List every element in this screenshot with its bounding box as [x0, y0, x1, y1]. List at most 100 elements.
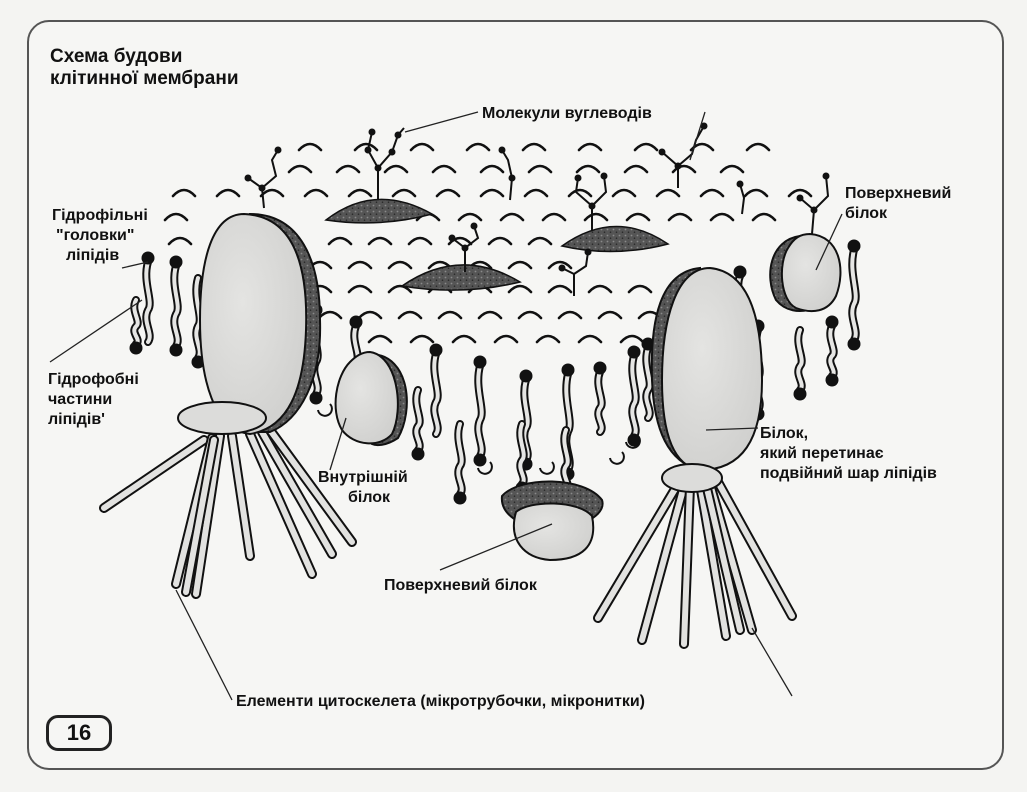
lipid-head-arc [655, 188, 681, 198]
label-surface-protein-right-line-2: білок [845, 205, 888, 222]
lipid-head-arc [347, 284, 373, 294]
lipid-head-arc [633, 142, 659, 152]
lipid-head-arc [575, 164, 601, 174]
leader-inner-protein [329, 417, 347, 471]
diagram-frame [27, 20, 1004, 770]
lipid-head-arc [709, 212, 735, 222]
microtubule [679, 481, 695, 649]
label-carbohydrates-text: Молекули вуглеводів [482, 105, 652, 122]
lipid-head-arc [577, 334, 603, 344]
label-surface-protein-right: Поверхневий білок [845, 184, 951, 224]
lipid-molecule [473, 355, 487, 467]
lipid-head-arc [479, 188, 505, 198]
label-inner-protein-line-2: білок [348, 489, 391, 506]
label-hydrophilic-line-3: ліпідів [66, 247, 120, 264]
lipid-head-arc [407, 236, 433, 246]
lipid-molecule [847, 239, 861, 351]
microtubule [191, 431, 225, 599]
lipid-head-arc [577, 142, 603, 152]
lipid-head-arc [527, 164, 553, 174]
lipid-head-arc [409, 334, 435, 344]
microtubule [701, 479, 745, 635]
leader-cytoskeleton-right [751, 627, 793, 697]
lipid-head-arc [387, 260, 413, 270]
label-transmembrane-line-2: який перетинає [760, 445, 884, 462]
lipid-head-arc [259, 188, 285, 198]
lipid-head-arc [437, 310, 463, 320]
lipid-head-arc [597, 310, 623, 320]
lipid-head-arc [335, 164, 361, 174]
microtubule [713, 477, 797, 621]
label-cytoskeleton: Елементи цитоскелета (мікротрубочки, мік… [236, 692, 645, 712]
lipid-head-arc [787, 188, 813, 198]
carbohydrate-beads [244, 122, 830, 272]
glycolipid-caps [324, 198, 670, 291]
lipid-head-arc [587, 284, 613, 294]
lipid-molecule [627, 345, 641, 447]
label-hydrophobic-tails: Гідрофобні частини ліпідів' [48, 370, 139, 430]
lipid-head-arc [451, 334, 477, 344]
label-hydrophobic-line-2: частини [48, 391, 113, 408]
lipid-head-arc [367, 334, 393, 344]
lipid-head-arc [287, 164, 313, 174]
surface-protein-bottom [500, 480, 604, 562]
leader-carbohydrates-2 [689, 111, 706, 161]
lipid-head-arc [347, 260, 373, 270]
lipid-head-arc [619, 334, 645, 344]
lipid-molecule [453, 420, 467, 505]
label-cytoskeleton-text: Елементи цитоскелета (мікротрубочки, мік… [236, 693, 645, 710]
lipid-head-arc [751, 212, 777, 222]
leader-lines [49, 111, 843, 701]
glycolipid-cap-left [324, 198, 434, 224]
lipid-head-arc [507, 284, 533, 294]
leader-hydrophilic-heads [121, 261, 149, 269]
lipid-molecule [129, 296, 143, 355]
lipid-head-arc [487, 236, 513, 246]
leader-transmembrane-protein [705, 427, 759, 431]
lipid-head-arc [347, 188, 373, 198]
lipid-head-arc [435, 188, 461, 198]
leader-carbohydrates [404, 111, 479, 133]
lipid-head-arc [357, 310, 383, 320]
lipid-head-arc [507, 260, 533, 270]
title-line-1: Схема будови [50, 46, 183, 67]
lipid-head-arc [353, 142, 379, 152]
lipid-head-arc [557, 310, 583, 320]
label-surface-protein-bottom: Поверхневий білок [384, 576, 537, 596]
microtubule [265, 425, 357, 547]
label-hydrophobic-line-3: ліпідів' [48, 411, 105, 428]
cytoskeleton-elements [99, 425, 797, 649]
lipid-head-arc [215, 188, 241, 198]
lipid-head-arc [667, 212, 693, 222]
lipid-head-arc [367, 236, 393, 246]
label-transmembrane-line-3: подвійний шар ліпідів [760, 465, 937, 482]
label-hydrophilic-heads: Гідрофільні "головки" ліпідів [52, 206, 148, 266]
microtubule [637, 481, 689, 645]
microtubule [593, 479, 683, 623]
lipid-molecule [793, 326, 807, 401]
lipid-molecule [411, 386, 425, 461]
inner-protein [334, 350, 408, 447]
lipid-head-arc [431, 164, 457, 174]
page-number: 16 [46, 715, 112, 751]
lipid-head-arc [699, 188, 725, 198]
surface-protein-upper [769, 232, 842, 313]
microtubule [181, 435, 219, 597]
lipid-head-arc [517, 310, 543, 320]
lipid-head-arc [477, 310, 503, 320]
microtubule [257, 427, 337, 559]
lipid-head-arc [523, 188, 549, 198]
label-transmembrane-line-1: Білок, [760, 425, 809, 442]
label-surface-protein-bottom-text: Поверхневий білок [384, 577, 537, 594]
label-inner-protein-line-1: Внутрішній [318, 469, 408, 486]
lipid-head-arc [163, 212, 189, 222]
lipid-head-arc [521, 142, 547, 152]
microtubule [695, 479, 731, 641]
lipid-head-arc [409, 142, 435, 152]
lipid-head-arc [383, 164, 409, 174]
lipid-head-arc [547, 260, 573, 270]
microtubule [99, 435, 209, 513]
title-line-2: клітинної мембрани [50, 68, 239, 89]
